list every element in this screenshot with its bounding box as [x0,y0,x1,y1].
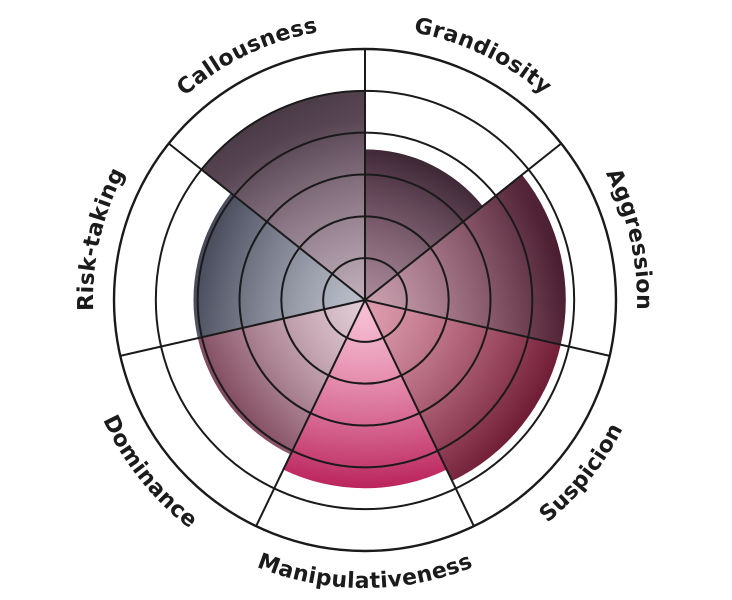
category-label-manipulativeness: Manipulativeness [254,549,476,594]
grid-spoke [364,299,475,527]
grid-spoke [364,142,562,301]
grid-spoke [120,299,366,357]
grid-spoke [255,299,366,527]
grid-spoke [364,299,610,357]
grid-spoke [168,142,366,301]
category-label-grandiosity: Grandiosity [412,14,556,100]
grid-layer [112,47,618,553]
category-label-suspicion: Suspicion [535,419,628,527]
